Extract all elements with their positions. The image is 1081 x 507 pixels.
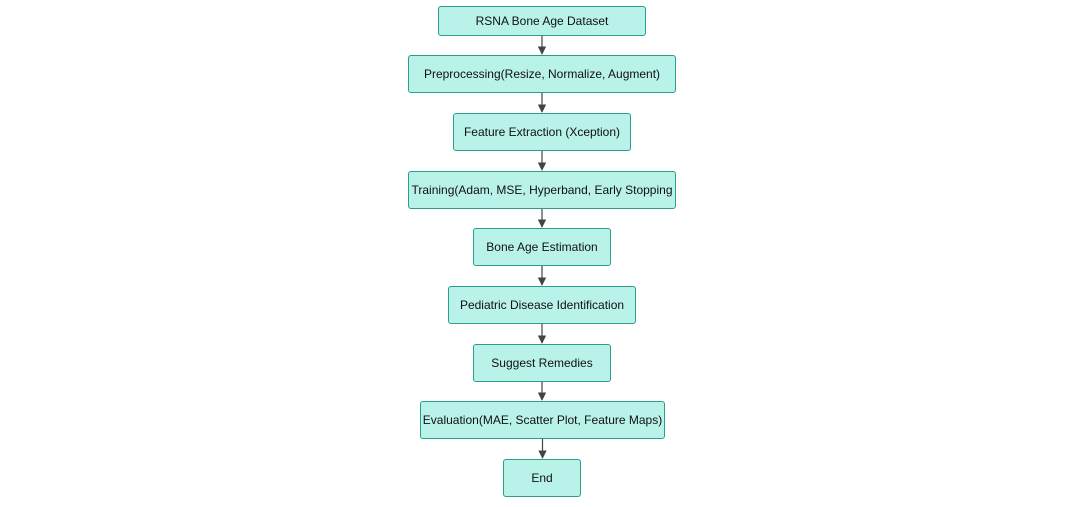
node-training: Training(Adam, MSE, Hyperband, Early Sto… [408, 171, 676, 209]
node-label: Evaluation(MAE, Scatter Plot, Feature Ma… [422, 413, 663, 427]
node-evaluation: Evaluation(MAE, Scatter Plot, Feature Ma… [420, 401, 665, 439]
node-label: Suggest Remedies [491, 356, 593, 370]
node-bone-age-estimation: Bone Age Estimation [473, 228, 611, 266]
node-label: RSNA Bone Age Dataset [475, 14, 609, 28]
node-pediatric-disease-identification: Pediatric Disease Identification [448, 286, 636, 324]
node-feature-extraction: Feature Extraction (Xception) [453, 113, 631, 151]
node-label: Pediatric Disease Identification [459, 298, 625, 312]
node-rsna-bone-age-dataset: RSNA Bone Age Dataset [438, 6, 646, 36]
node-end: End [503, 459, 581, 497]
node-preprocessing: Preprocessing(Resize, Normalize, Augment… [408, 55, 676, 93]
node-suggest-remedies: Suggest Remedies [473, 344, 611, 382]
node-label: Bone Age Estimation [486, 240, 598, 254]
node-label: End [531, 471, 553, 485]
node-label: Training(Adam, MSE, Hyperband, Early Sto… [411, 183, 673, 197]
node-label: Preprocessing(Resize, Normalize, Augment… [423, 67, 661, 81]
node-label: Feature Extraction (Xception) [463, 125, 621, 139]
